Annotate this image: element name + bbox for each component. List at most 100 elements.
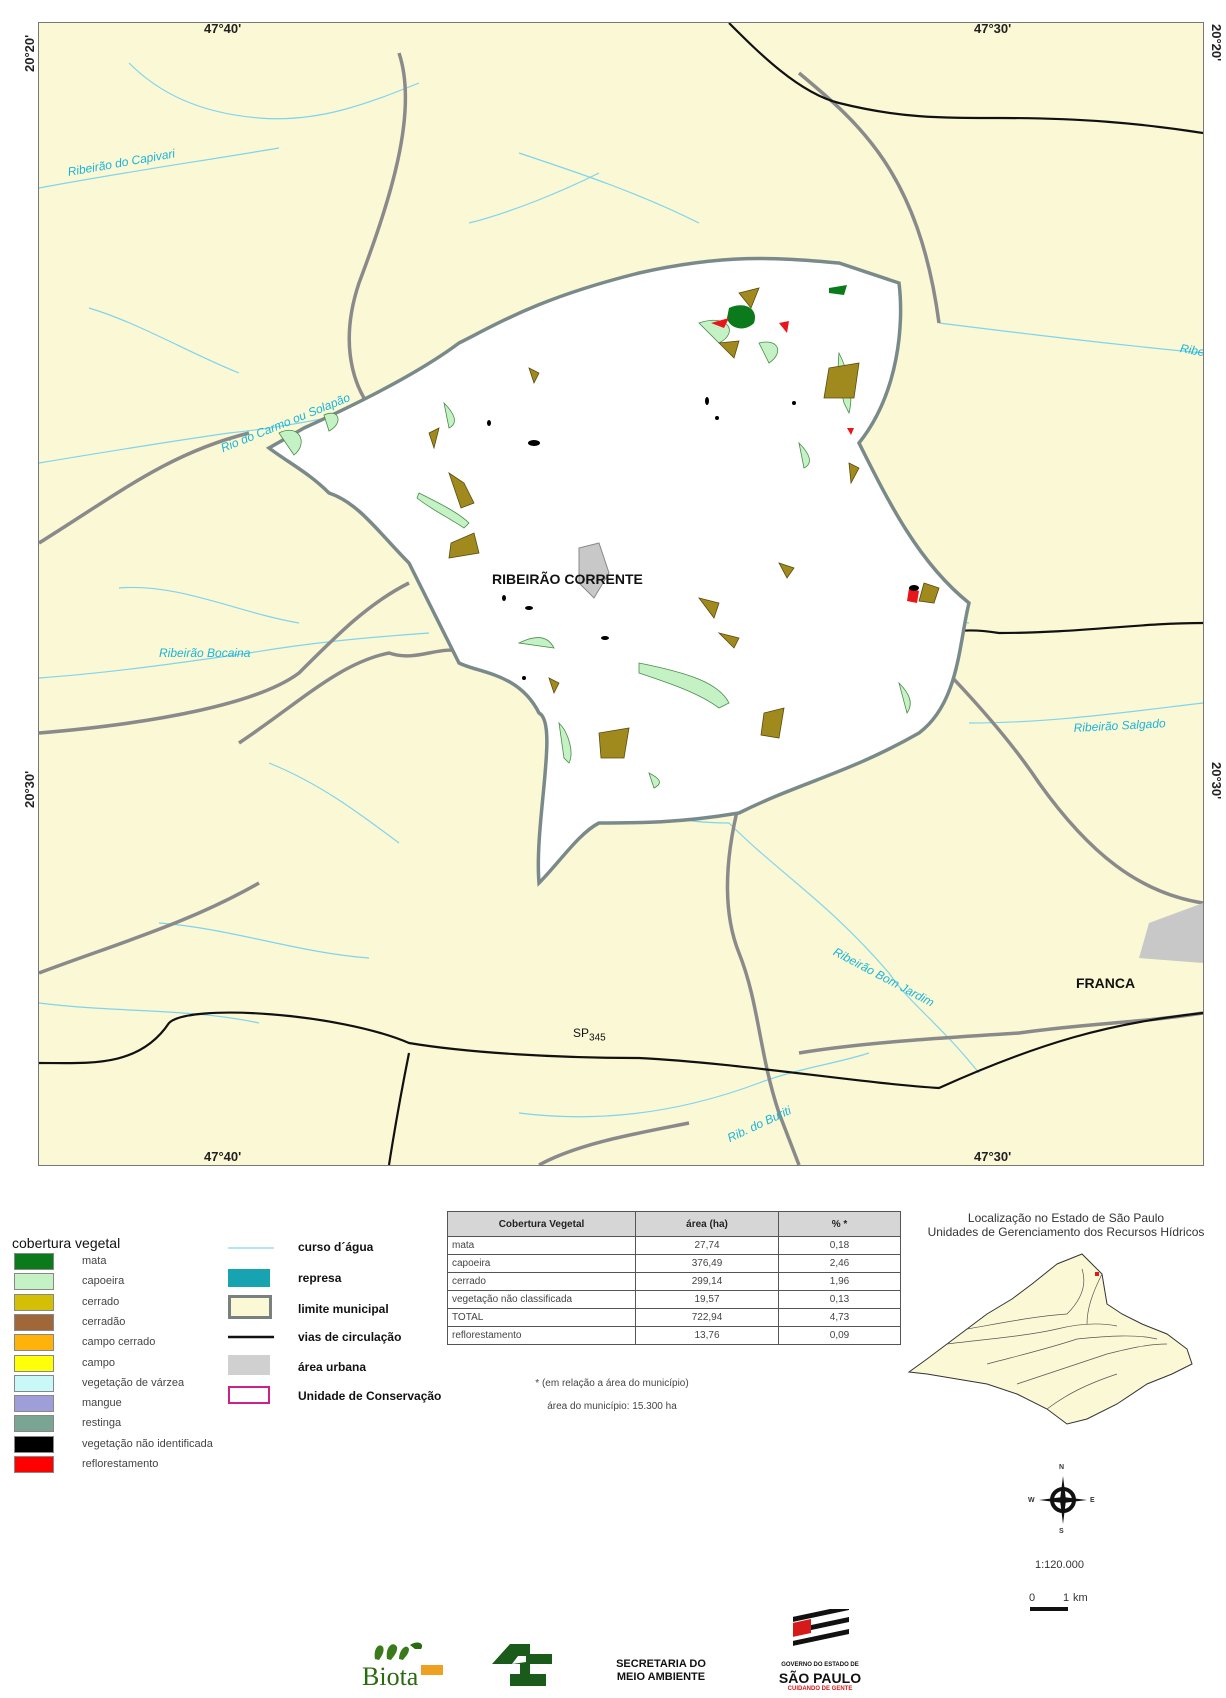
legend-label: reflorestamento bbox=[82, 1458, 159, 1470]
river-label-bocaina: Ribeirão Bocaina bbox=[159, 646, 251, 660]
municipality-area bbox=[265, 256, 971, 887]
table-cell: 0,18 bbox=[778, 1236, 901, 1255]
symbol-represa bbox=[228, 1269, 270, 1287]
legend-swatch bbox=[14, 1456, 54, 1473]
legend-swatch bbox=[14, 1253, 54, 1270]
legend-label: vegetação de várzea bbox=[82, 1376, 185, 1389]
symbol-limite bbox=[228, 1295, 272, 1319]
legend-swatch bbox=[14, 1374, 54, 1392]
table-cell: 376,49 bbox=[635, 1254, 779, 1273]
legend-swatch bbox=[14, 1313, 54, 1331]
table-cell: vegetação não classificada bbox=[447, 1290, 636, 1309]
table-cell: 299,14 bbox=[635, 1272, 779, 1291]
coord-top-left: 47°40' bbox=[204, 22, 242, 36]
table-cell: mata bbox=[447, 1236, 636, 1255]
location-map bbox=[907, 1253, 1193, 1425]
coord-top-right: 47°30' bbox=[974, 22, 1012, 36]
map-canvas bbox=[39, 23, 1203, 1165]
instituto-florestal-logo-icon bbox=[490, 1640, 564, 1688]
table-note: * (em relação a área do município) bbox=[535, 1378, 689, 1389]
legend-label: capoeira bbox=[82, 1275, 125, 1288]
legend-title: cobertura vegetal bbox=[12, 1235, 121, 1251]
location-marker bbox=[1095, 1272, 1099, 1276]
compass-w: W bbox=[1028, 1497, 1035, 1504]
table-cell: TOTAL bbox=[447, 1308, 636, 1327]
area-note: área do município: 15.300 ha bbox=[547, 1401, 677, 1412]
symbol-vias bbox=[228, 1335, 274, 1339]
reflorestamento-patches bbox=[711, 318, 919, 603]
symbol-label: limite municipal bbox=[298, 1302, 389, 1316]
scale-bar bbox=[1030, 1607, 1068, 1611]
table-cell: 13,76 bbox=[635, 1326, 779, 1345]
table-cell: 0,13 bbox=[778, 1290, 901, 1309]
symbol-label: Unidade de Conservação bbox=[298, 1389, 442, 1403]
scale-zero: 0 bbox=[1029, 1592, 1036, 1604]
coord-bottom-left: 47°40' bbox=[204, 1149, 242, 1164]
lat-top-left: 20°20' bbox=[22, 34, 37, 72]
table-cell: 27,74 bbox=[635, 1236, 779, 1255]
table-cell: 2,46 bbox=[778, 1254, 901, 1273]
road-label-sp345: SP345 bbox=[573, 1026, 606, 1044]
map-frame: 47°40' 47°30' 47°40' 47°30' Ribeirão do … bbox=[38, 22, 1204, 1166]
biota-logo-text: Biota bbox=[362, 1662, 419, 1691]
legend-label: cerradão bbox=[82, 1315, 126, 1328]
table-cell: 0,09 bbox=[778, 1326, 901, 1345]
table-header: % * bbox=[778, 1211, 901, 1237]
vegetacao-nao-identificada bbox=[487, 397, 919, 680]
compass-rose-icon bbox=[1039, 1476, 1087, 1524]
compass-n: N bbox=[1059, 1464, 1065, 1471]
legend-label: cerrado bbox=[82, 1295, 120, 1308]
mata-patches bbox=[727, 285, 847, 329]
table-cell: 722,94 bbox=[635, 1308, 779, 1327]
table-cell: 1,96 bbox=[778, 1272, 901, 1291]
table-cell: cerrado bbox=[447, 1272, 636, 1291]
lat-mid-right: 20°30' bbox=[1209, 762, 1224, 800]
place-label-municipality: RIBEIRÃO CORRENTE bbox=[492, 571, 643, 587]
coord-bottom-right: 47°30' bbox=[974, 1149, 1012, 1164]
legend-label: mata bbox=[82, 1255, 107, 1267]
symbol-uc bbox=[228, 1386, 270, 1404]
symbol-label: represa bbox=[298, 1271, 342, 1285]
biota-logo-icon bbox=[374, 1642, 443, 1675]
compass-e: E bbox=[1090, 1497, 1095, 1504]
scale-ratio: 1:120.000 bbox=[1035, 1559, 1084, 1571]
legend-swatch bbox=[14, 1395, 54, 1413]
legend-swatch bbox=[14, 1334, 54, 1352]
table-header: área (ha) bbox=[635, 1211, 779, 1237]
location-title-2: Unidades de Gerenciamento dos Recursos H… bbox=[927, 1225, 1205, 1239]
sao-paulo-flag-icon bbox=[793, 1609, 849, 1646]
cerrado-patches bbox=[428, 287, 940, 759]
scale-one: 1 bbox=[1063, 1592, 1070, 1604]
compass-s: S bbox=[1059, 1528, 1064, 1535]
scale-unit: km bbox=[1073, 1592, 1088, 1604]
table-cell: 4,73 bbox=[778, 1308, 901, 1327]
symbol-curso-agua bbox=[228, 1247, 274, 1249]
symbol-urbana bbox=[228, 1355, 270, 1375]
sao-paulo-text: SÃO PAULO bbox=[778, 1670, 862, 1686]
lat-top-right: 20°20' bbox=[1209, 24, 1224, 62]
legend-label: campo cerrado bbox=[82, 1336, 156, 1349]
table-cell: capoeira bbox=[447, 1254, 636, 1273]
legend-swatch bbox=[14, 1293, 54, 1311]
place-label-franca: FRANCA bbox=[1076, 975, 1136, 991]
lat-mid-left: 20°30' bbox=[22, 770, 37, 808]
legend-label: campo bbox=[82, 1356, 116, 1369]
table-cell: 19,57 bbox=[635, 1290, 779, 1309]
legend-swatch bbox=[14, 1435, 54, 1453]
legend-label: restinga bbox=[82, 1417, 122, 1430]
table-header: Cobertura Vegetal bbox=[447, 1211, 636, 1237]
cuidando-text: CUIDANDO DE GENTE bbox=[787, 1686, 853, 1692]
symbol-label: área urbana bbox=[298, 1360, 367, 1374]
symbol-label: vias de circulação bbox=[298, 1330, 402, 1344]
legend-swatch bbox=[14, 1415, 54, 1433]
legend-swatch bbox=[14, 1354, 54, 1372]
legend-swatch bbox=[14, 1273, 54, 1291]
